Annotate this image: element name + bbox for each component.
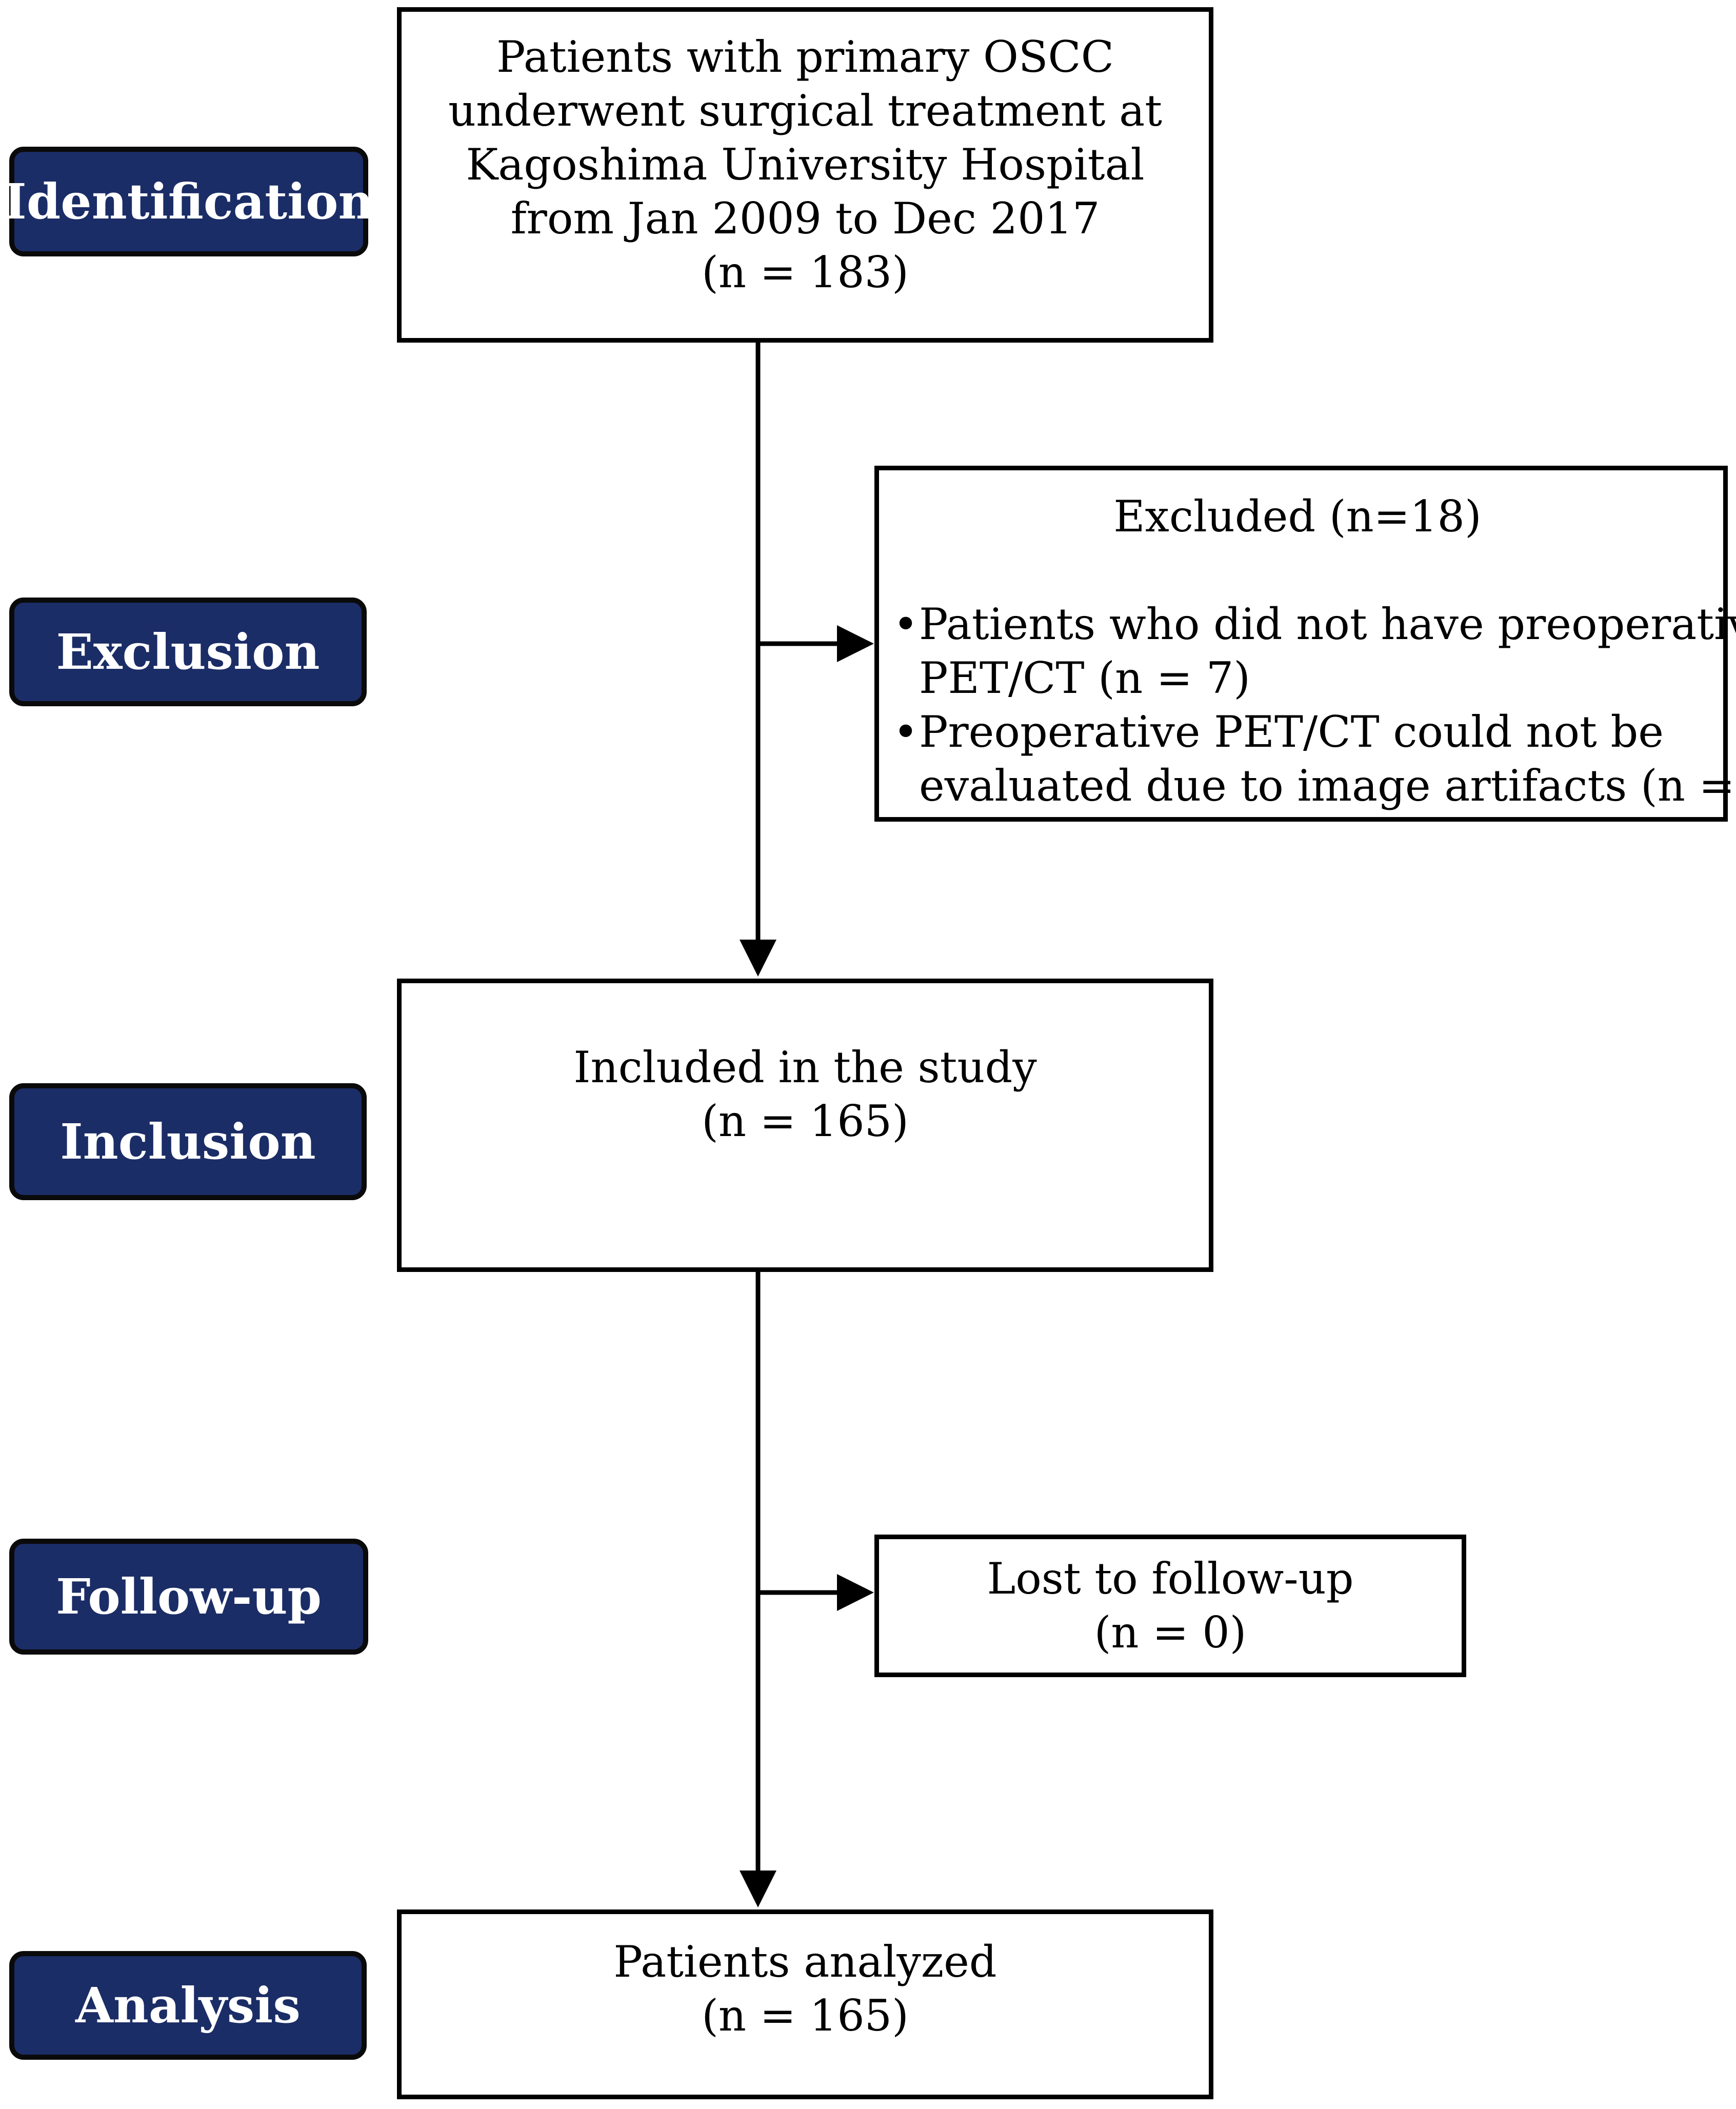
analyzed-line: Patients analyzed: [613, 1937, 997, 1987]
identified-line: from Jan 2009 to Dec 2017: [510, 193, 1100, 244]
included-box: Included in the study (n = 165): [397, 979, 1213, 1272]
excluded-reason-line: PET/CT (n = 7): [919, 653, 1251, 703]
analyzed-box: Patients analyzed (n = 165): [397, 1909, 1213, 2099]
excluded-reason-line: Patients who did not have preoperative: [919, 599, 1736, 649]
included-line: Included in the study: [573, 1042, 1037, 1092]
identified-line: underwent surgical treatment at: [448, 85, 1162, 136]
stage-label-inclusion: Inclusion: [9, 1083, 367, 1200]
excluded-reason-line: Preoperative PET/CT could not be: [919, 707, 1664, 757]
analyzed-count: (n = 165): [702, 1991, 909, 2041]
included-count: (n = 165): [702, 1096, 909, 1146]
stage-label-analysis: Analysis: [9, 1951, 367, 2060]
stage-label-exclusion: Exclusion: [9, 598, 367, 706]
lost-count: (n = 0): [1094, 1607, 1247, 1658]
excluded-reason-line: evaluated due to image artifacts (n = 11…: [919, 761, 1736, 811]
stage-label-follow-up: Follow-up: [9, 1539, 368, 1655]
excluded-box: Excluded (n=18) • Patients who did not h…: [874, 466, 1736, 822]
bullet-icon: •: [893, 599, 919, 649]
stage-label-identification: Identification: [4, 147, 374, 256]
excluded-title: Excluded (n=18): [1113, 491, 1482, 542]
lost-line: Lost to follow-up: [987, 1554, 1354, 1604]
identified-line: Kagoshima University Hospital: [466, 139, 1145, 190]
identified-box: Patients with primary OSCC underwent sur…: [397, 7, 1213, 343]
excluded-reason-item: • Preoperative PET/CT could not be evalu…: [892, 705, 1736, 813]
excluded-reason-item: • Patients who did not have preoperative…: [892, 598, 1736, 705]
identified-count: (n = 183): [702, 247, 909, 297]
bullet-icon: •: [893, 707, 919, 757]
identified-line: Patients with primary OSCC: [496, 31, 1114, 82]
lost-box: Lost to follow-up (n = 0): [874, 1535, 1466, 1677]
